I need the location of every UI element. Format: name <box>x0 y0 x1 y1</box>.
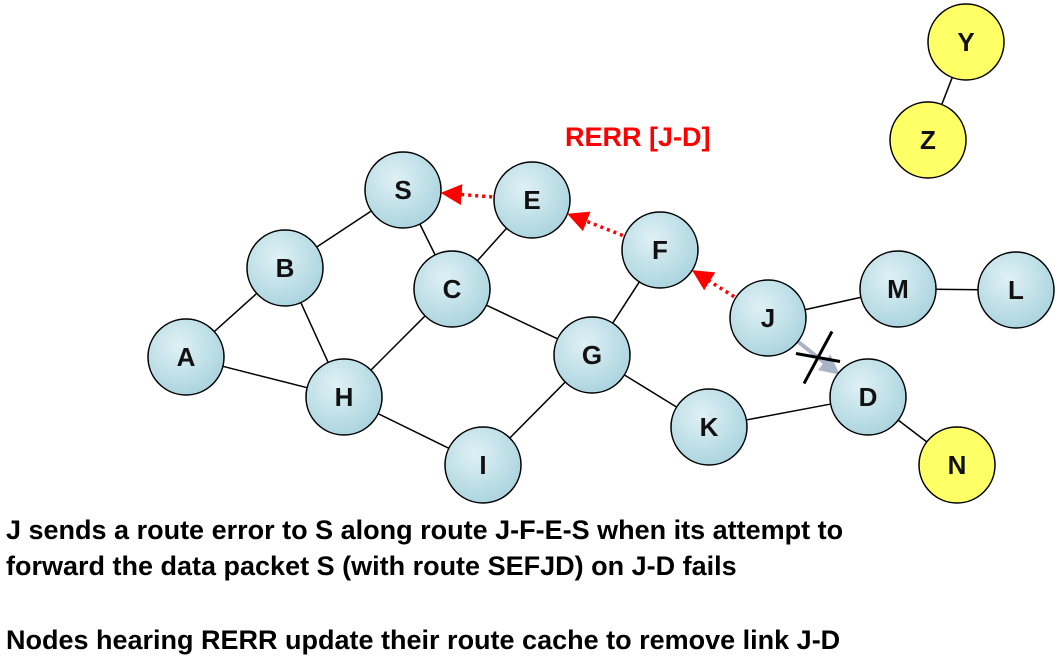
link-C-H <box>368 313 428 373</box>
link-D-N <box>896 418 929 444</box>
link-J-M <box>802 296 864 311</box>
node-label-Y: Y <box>957 27 974 57</box>
node-circle-D <box>829 358 907 436</box>
nodes-layer: S E B C F A H G I J M L K D N Y Z <box>147 3 1055 504</box>
caption-line-1: J sends a route error to S along route J… <box>6 515 844 545</box>
link-B-A <box>212 291 259 334</box>
caption: J sends a route error to S along route J… <box>6 512 843 584</box>
node-circle-E <box>493 161 571 239</box>
rerr-arrow-J-F <box>691 270 736 299</box>
node-label-H: H <box>335 382 354 412</box>
node-C: C <box>413 250 491 328</box>
node-label-K: K <box>700 412 719 442</box>
node-M: M <box>859 250 937 328</box>
node-circle-Y <box>927 3 1005 81</box>
node-label-I: I <box>479 450 486 480</box>
node-circle-S <box>364 151 442 229</box>
node-circle-J <box>729 279 807 357</box>
network-diagram: S E B C F A H G I J M L K D N Y Z RERR [J-D] <box>147 3 1055 504</box>
node-circle-M <box>859 250 937 328</box>
node-label-Z: Z <box>920 125 936 155</box>
node-circle-N <box>918 426 996 504</box>
caption-line-2: forward the data packet S (with route SE… <box>6 551 737 581</box>
node-label-A: A <box>177 342 196 372</box>
node-label-F: F <box>652 235 668 265</box>
node-circle-I <box>444 426 522 504</box>
node-J: J <box>729 279 807 357</box>
rerr-arrow-E-S <box>440 184 493 206</box>
link-C-G <box>484 303 560 341</box>
link-G-F <box>610 279 642 326</box>
node-B: B <box>246 229 324 307</box>
node-label-G: G <box>582 340 602 370</box>
node-A: A <box>147 318 225 396</box>
node-H: H <box>305 358 383 436</box>
rerr-arrow-F-E <box>567 211 624 238</box>
node-label-L: L <box>1008 275 1024 305</box>
node-circle-Z <box>889 101 967 179</box>
note-text: Nodes hearing RERR update their route ca… <box>6 625 841 655</box>
link-Y-Z <box>940 75 954 107</box>
node-circle-F <box>621 211 699 289</box>
node-G: G <box>553 316 631 394</box>
node-label-D: D <box>859 382 878 412</box>
node-D: D <box>829 358 907 436</box>
link-G-K <box>622 373 679 409</box>
rerr-path-layer <box>440 184 736 299</box>
broken-link-cross-mark <box>795 352 841 363</box>
rerr-label: RERR [J-D] <box>565 122 711 152</box>
node-circle-C <box>413 250 491 328</box>
node-N: N <box>918 426 996 504</box>
link-S-C <box>418 221 437 258</box>
node-label-N: N <box>948 450 967 480</box>
node-circle-B <box>246 229 324 307</box>
link-K-D <box>744 402 833 422</box>
links-layer <box>212 75 981 450</box>
node-I: I <box>444 426 522 504</box>
node-F: F <box>621 211 699 289</box>
node-circle-A <box>147 318 225 396</box>
node-Y: Y <box>927 3 1005 81</box>
node-label-E: E <box>523 185 540 215</box>
node-Z: Z <box>889 101 967 179</box>
node-label-J: J <box>761 303 775 333</box>
node-S: S <box>364 151 442 229</box>
node-label-C: C <box>443 274 462 304</box>
link-E-C <box>475 226 509 263</box>
link-I-G <box>507 380 568 440</box>
node-L: L <box>977 251 1055 329</box>
node-circle-G <box>553 316 631 394</box>
link-A-H <box>220 365 310 389</box>
node-label-S: S <box>394 175 411 205</box>
link-S-B <box>314 209 374 249</box>
node-K: K <box>670 388 748 466</box>
node-E: E <box>493 161 571 239</box>
link-B-H <box>299 300 330 365</box>
broken-link-layer <box>795 330 841 385</box>
node-circle-K <box>670 388 748 466</box>
link-H-I <box>376 412 451 450</box>
node-circle-L <box>977 251 1055 329</box>
node-circle-H <box>305 358 383 436</box>
node-label-M: M <box>887 274 909 304</box>
node-label-B: B <box>276 253 295 283</box>
